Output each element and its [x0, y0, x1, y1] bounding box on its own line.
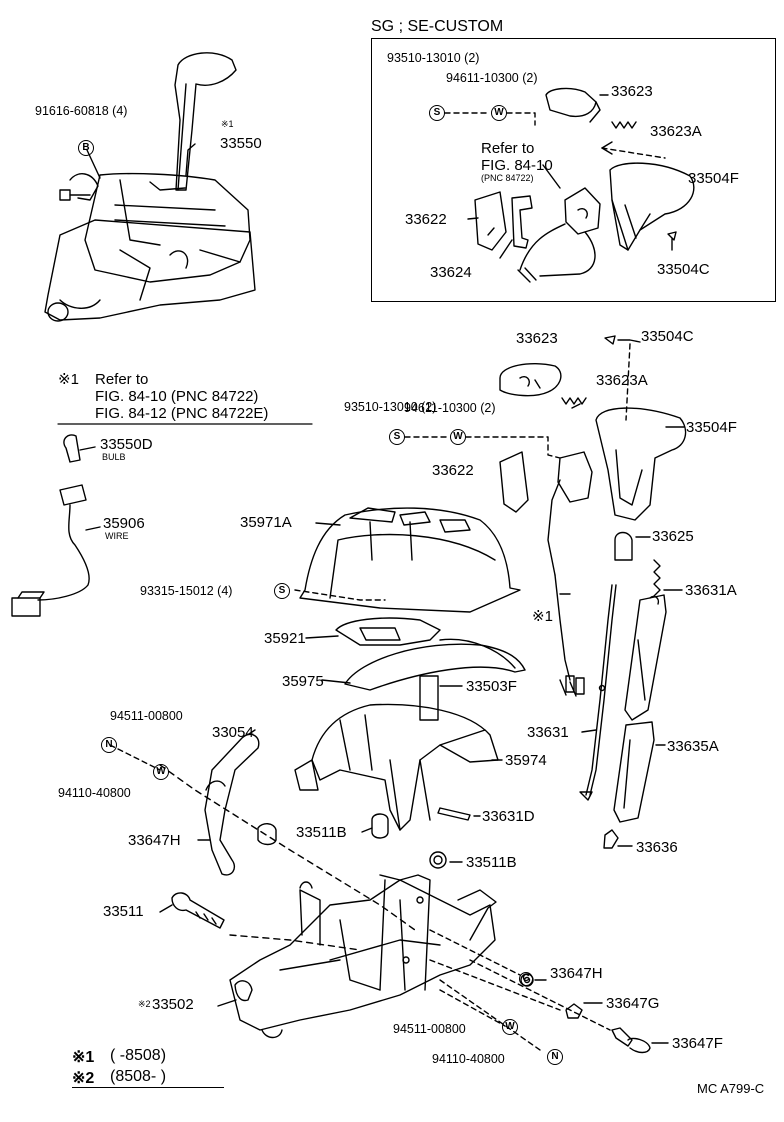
part-label-94511-00800-a: 94511-00800: [110, 709, 183, 723]
part-label-33504F: 33504F: [686, 419, 737, 436]
base-assembly-parts: [109, 729, 669, 1054]
part-label-35974: 35974: [505, 752, 547, 769]
footer-mark-1: ※1: [72, 1049, 95, 1066]
part-label-33054: 33054: [212, 724, 254, 741]
part-label-33550D: 33550D: [100, 436, 153, 453]
part-label-91616-60818: 91616-60818 (4): [35, 104, 128, 118]
inset-label-33624: 33624: [430, 264, 472, 281]
part-label-35921: 35921: [264, 630, 306, 647]
note-mark-1: ※1: [58, 371, 79, 388]
part-label-33503F: 33503F: [466, 678, 517, 695]
part-label-33636: 33636: [636, 839, 678, 856]
part-label-33625: 33625: [652, 528, 694, 545]
shifter-assembly-top: [44, 52, 256, 322]
part-label-35971A: 35971A: [240, 514, 292, 531]
footer-underline: [72, 1087, 224, 1088]
figure-code: MC A799-C: [697, 1081, 765, 1096]
part-label-33550: 33550: [220, 135, 262, 152]
inset-frame: [371, 38, 776, 302]
part-label-33647H: 33647H: [128, 832, 181, 849]
part-label-93510: 93510-13010 (2): [344, 400, 437, 414]
circle-s-main: S: [389, 429, 405, 445]
inset-pnc-ref: (PNC 84722): [481, 173, 534, 183]
part-label-33623A: 33623A: [596, 372, 648, 389]
mark-2-base: ※2: [138, 999, 151, 1009]
mark-1-top: ※1: [221, 119, 234, 129]
center-cover-parts: [294, 507, 571, 869]
inset-label-33622: 33622: [405, 211, 447, 228]
inset-label-33504C: 33504C: [657, 261, 710, 278]
part-label-94511-00800-b: 94511-00800: [393, 1022, 466, 1036]
part-label-35975: 35975: [282, 673, 324, 690]
circle-w-base: W: [502, 1019, 518, 1035]
inset-label-33623A: 33623A: [650, 123, 702, 140]
circle-s-cover: S: [274, 583, 290, 599]
circle-n-lever: N: [101, 737, 117, 753]
note-fig-84-12: FIG. 84-12 (PNC 84722E): [95, 405, 269, 422]
footer-range-1: ( -8508): [110, 1047, 167, 1064]
part-label-35906: 35906: [103, 515, 145, 532]
circle-s-inset: S: [429, 105, 445, 121]
bulb-caption: BULB: [102, 452, 126, 462]
footer-mark-2: ※2: [72, 1070, 95, 1087]
part-label-33647G: 33647G: [606, 995, 660, 1012]
part-label-33502: 33502: [152, 996, 194, 1013]
part-label-33647H-b: 33647H: [550, 965, 603, 982]
part-label-33511B-a: 33511B: [296, 824, 347, 841]
part-label-33511: 33511: [103, 903, 144, 920]
inset-label-33623: 33623: [611, 83, 653, 100]
inset-label-93510: 93510-13010 (2): [387, 51, 480, 65]
circle-b-symbol: B: [78, 140, 94, 156]
circle-w-inset: W: [491, 105, 507, 121]
inset-fig-ref: FIG. 84-10: [481, 157, 553, 174]
note-fig-84-10: FIG. 84-10 (PNC 84722): [95, 388, 259, 405]
inset-refer-to: Refer to: [481, 140, 535, 157]
right-column-parts: [404, 335, 687, 849]
part-label-94110-40800-b: 94110-40800: [432, 1052, 505, 1066]
part-label-33504C: 33504C: [641, 328, 694, 345]
part-label-33647F: 33647F: [672, 1035, 723, 1052]
part-label-94611: 94611-10300 (2): [404, 401, 496, 415]
part-label-94110-40800-a: 94110-40800: [58, 786, 131, 800]
inset-label-94611: 94611-10300 (2): [446, 71, 538, 85]
part-label-33635A: 33635A: [667, 738, 719, 755]
footer-range-2: (8508- ): [110, 1068, 167, 1085]
bulb-wire-parts: [11, 434, 101, 617]
wire-caption: WIRE: [105, 531, 129, 541]
circle-c-collar: C: [519, 972, 533, 986]
circle-w-lever: W: [153, 764, 169, 780]
inset-label-33504F: 33504F: [688, 170, 739, 187]
part-label-33631D: 33631D: [482, 808, 535, 825]
part-label-93315-15012: 93315-15012 (4): [140, 584, 233, 598]
part-label-33631: 33631: [527, 724, 569, 741]
part-label-33623: 33623: [516, 330, 558, 347]
inset-parts: [444, 87, 695, 283]
part-label-33631A: 33631A: [685, 582, 737, 599]
circle-w-main: W: [450, 429, 466, 445]
part-label-33511B-b: 33511B: [466, 854, 517, 871]
circle-n-base: N: [547, 1049, 563, 1065]
note-refer-to: Refer to: [95, 371, 149, 388]
part-label-33622: 33622: [432, 462, 474, 479]
mark-1-cable: ※1: [532, 608, 553, 625]
inset-title: SG ; SE-CUSTOM: [371, 18, 504, 35]
